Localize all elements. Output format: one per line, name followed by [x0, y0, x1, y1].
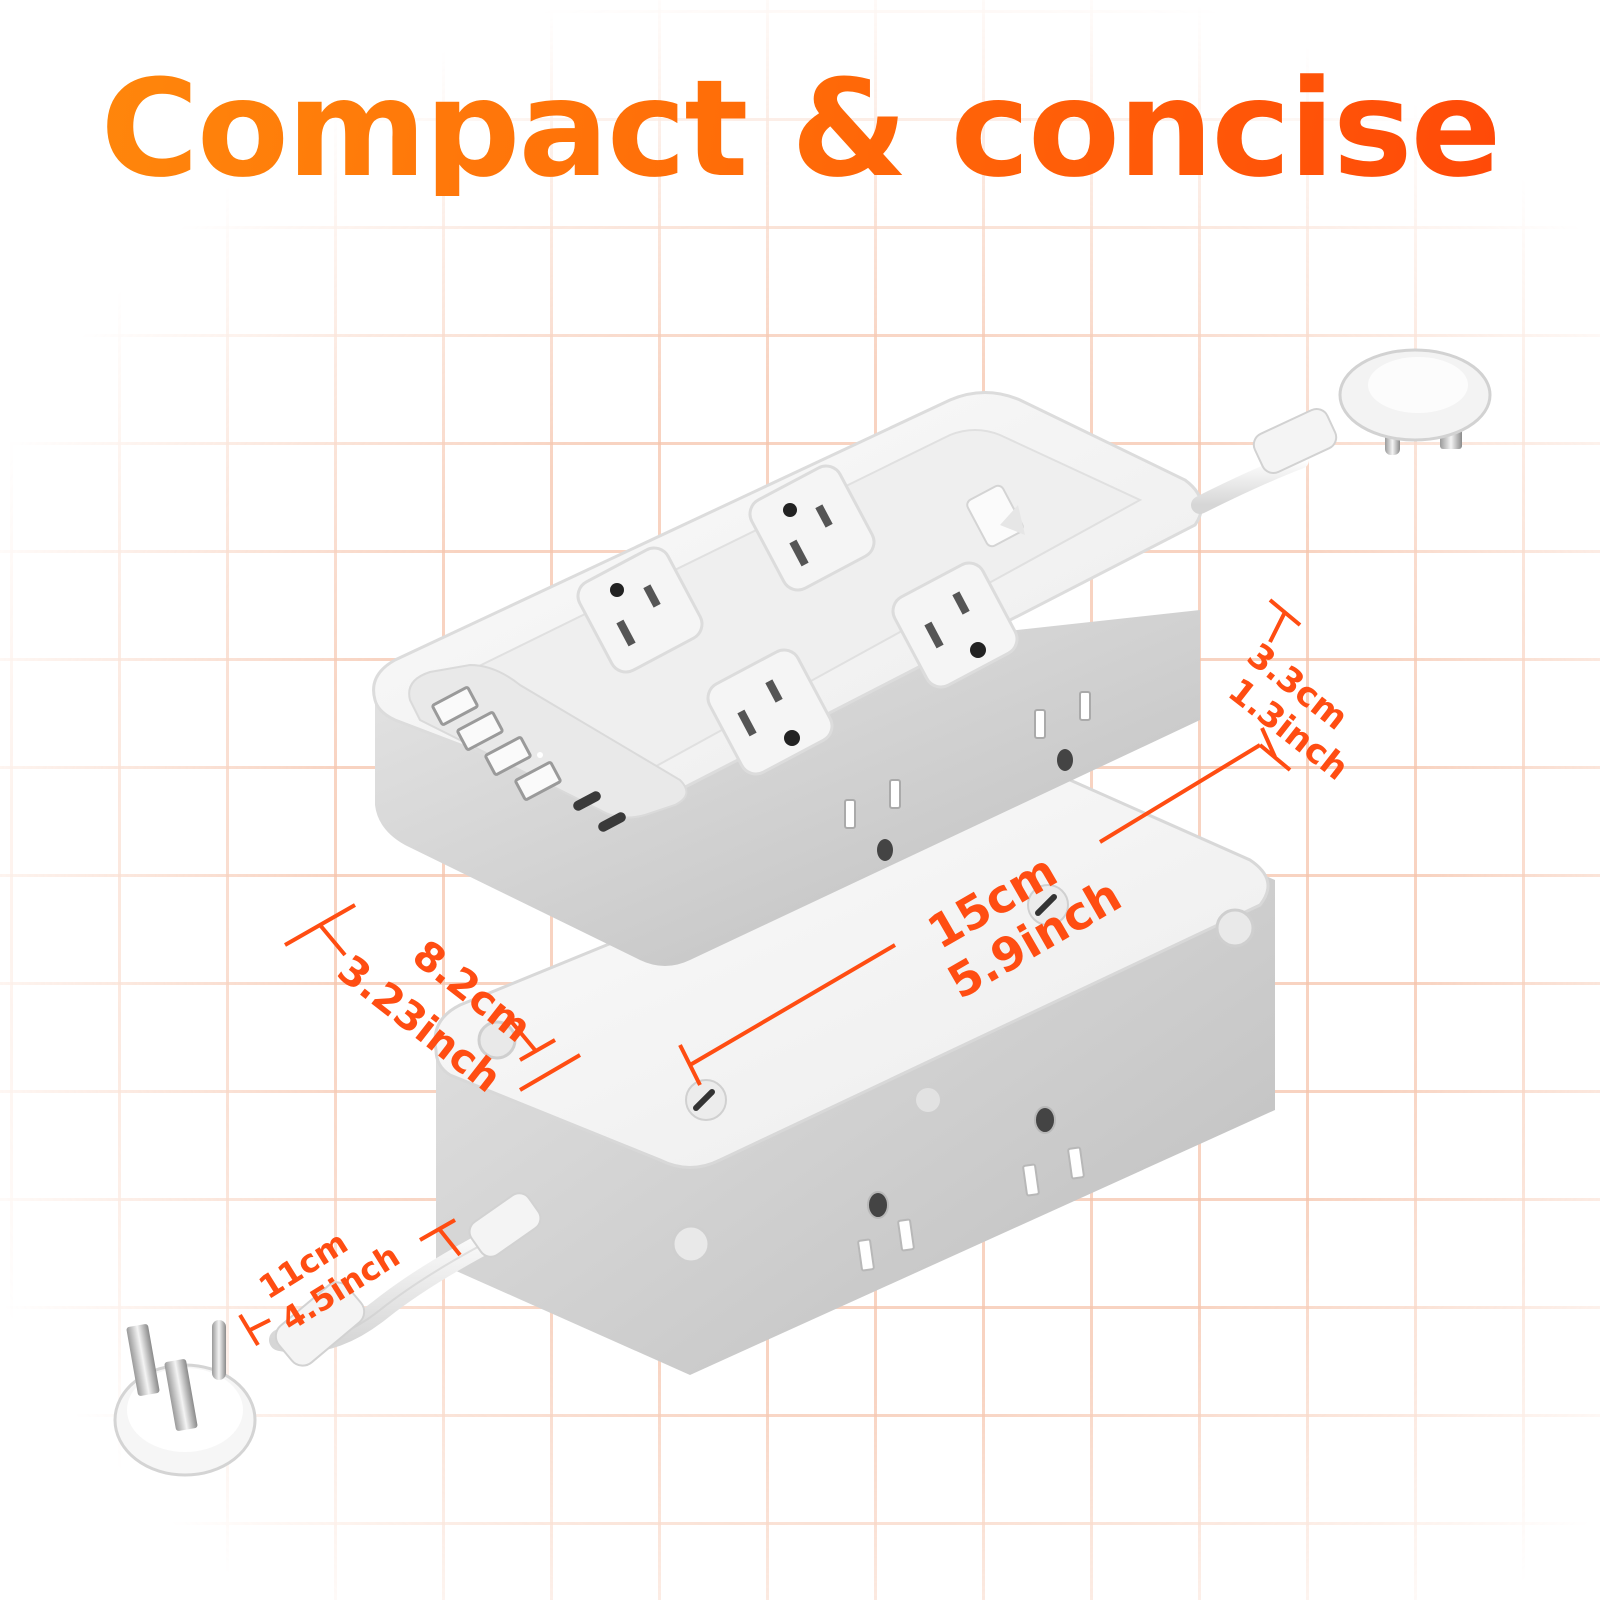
headline: Compact & concise	[0, 62, 1600, 196]
usb-port-panel	[408, 663, 688, 834]
dimension-cord	[238, 1218, 462, 1347]
side-outlet-icon	[844, 691, 1091, 861]
usb-c-port-icon[interactable]	[571, 790, 627, 834]
rocker-switch[interactable]	[965, 484, 1025, 549]
flat-plug-top-icon	[1338, 348, 1492, 455]
ac-outlet-icon[interactable]	[702, 644, 837, 779]
dimension-height	[1258, 598, 1302, 772]
ac-outlet-icon[interactable]	[572, 542, 707, 677]
usb-a-port-icon[interactable]	[431, 686, 562, 801]
keyhole-mount-icon	[685, 884, 1069, 1121]
dimension-width	[284, 903, 582, 1092]
top-power-strip	[372, 391, 1204, 966]
power-cord-bottom	[269, 1192, 542, 1367]
rubber-foot-icon	[477, 908, 1255, 1264]
ac-outlet-icon[interactable]	[744, 460, 879, 595]
side-outlet-icon	[857, 1106, 1085, 1272]
indicator-light-icon	[537, 752, 543, 758]
dimension-length	[678, 743, 1262, 1086]
ac-outlet-icon[interactable]	[887, 557, 1022, 692]
power-cord-top	[1191, 408, 1338, 514]
flat-plug-bottom-icon	[113, 1320, 257, 1477]
